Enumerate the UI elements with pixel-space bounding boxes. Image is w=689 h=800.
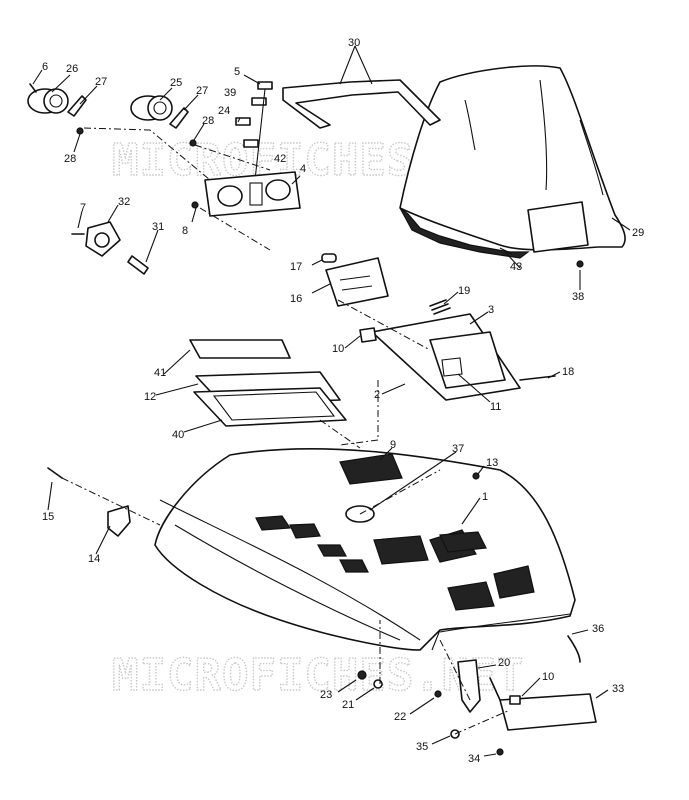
headlight <box>325 257 389 307</box>
leader-lines <box>32 45 631 757</box>
bracket-27a <box>67 95 87 117</box>
label-18: 18 <box>562 366 574 378</box>
switch-42 <box>243 139 259 148</box>
ignition-switch <box>71 221 121 257</box>
label-40: 40 <box>172 429 184 441</box>
label-23: 23 <box>320 689 332 701</box>
label-32: 32 <box>118 196 130 208</box>
label-24: 24 <box>218 105 230 117</box>
cable-36 <box>567 635 581 663</box>
label-21: 21 <box>342 699 354 711</box>
windshield <box>399 65 626 259</box>
latch-33 <box>499 693 597 731</box>
tachometer <box>27 83 69 114</box>
nut-28b <box>189 139 197 147</box>
label-15: 15 <box>42 511 54 523</box>
label-3: 3 <box>488 304 494 316</box>
label-16: 16 <box>290 293 302 305</box>
label-1: 1 <box>482 491 488 503</box>
label-31: 31 <box>152 221 164 233</box>
label-4: 4 <box>300 163 306 175</box>
label-11: 11 <box>490 401 501 413</box>
pin-15 <box>47 467 63 479</box>
hood <box>154 447 576 651</box>
label-34: 34 <box>468 753 480 765</box>
label-43: 43 <box>510 261 522 273</box>
speedometer <box>130 95 173 121</box>
label-30: 30 <box>348 37 360 49</box>
screw-22 <box>434 690 442 698</box>
label-20: 20 <box>498 657 510 669</box>
label-38: 38 <box>572 291 584 303</box>
screw-13 <box>472 472 480 480</box>
label-29: 29 <box>632 227 644 239</box>
label-25: 25 <box>170 77 182 89</box>
bracket-20 <box>457 659 481 713</box>
label-19: 19 <box>458 285 470 297</box>
label-5: 5 <box>234 66 240 78</box>
bracket-27b <box>169 107 189 129</box>
label-8: 8 <box>182 225 188 237</box>
label-26: 26 <box>66 63 78 75</box>
label-35: 35 <box>416 741 428 753</box>
label-17: 17 <box>290 261 302 273</box>
headlight-bezel <box>371 313 521 401</box>
switch-39 <box>251 97 267 106</box>
hinge-14 <box>107 505 131 537</box>
bolt-18 <box>519 375 556 381</box>
label-36: 36 <box>592 623 604 635</box>
assembly-lines <box>61 127 511 735</box>
screw-34 <box>496 748 504 756</box>
label-33: 33 <box>612 683 624 695</box>
label-14: 14 <box>88 553 100 565</box>
nut-28a <box>76 127 84 135</box>
part-labels: 6 26 27 28 25 27 28 5 39 24 42 30 4 7 32… <box>42 37 644 765</box>
label-10a: 10 <box>332 343 344 355</box>
label-39: 39 <box>224 87 236 99</box>
label-6: 6 <box>42 61 48 73</box>
label-9: 9 <box>390 439 396 451</box>
label-10b: 10 <box>542 671 554 683</box>
screw-38 <box>576 260 584 268</box>
nut-23 <box>357 670 367 680</box>
label-37: 37 <box>452 443 464 455</box>
label-27b: 27 <box>196 85 208 97</box>
screw-8 <box>191 201 199 209</box>
nut-10a <box>359 327 377 343</box>
washer-21 <box>373 679 383 689</box>
bulb-17 <box>321 253 337 263</box>
watermark-bottom: MICROFICHES.NET <box>112 650 524 701</box>
label-42: 42 <box>274 153 286 165</box>
label-7: 7 <box>80 202 86 214</box>
label-12: 12 <box>144 391 156 403</box>
switch-24 <box>235 117 251 126</box>
label-2: 2 <box>374 389 380 401</box>
label-28a: 28 <box>64 153 76 165</box>
label-28b: 28 <box>202 115 214 127</box>
nut-10b <box>509 695 521 705</box>
gasket-41 <box>189 339 291 359</box>
seal-strip <box>282 79 441 129</box>
latch-rod <box>489 677 501 701</box>
switch-31 <box>127 255 149 275</box>
switch-5 <box>257 81 273 90</box>
label-41: 41 <box>154 367 166 379</box>
label-27a: 27 <box>95 76 107 88</box>
label-22: 22 <box>394 711 406 723</box>
instrument-panel <box>204 171 301 217</box>
spring-19 <box>429 299 451 315</box>
label-13: 13 <box>486 457 498 469</box>
